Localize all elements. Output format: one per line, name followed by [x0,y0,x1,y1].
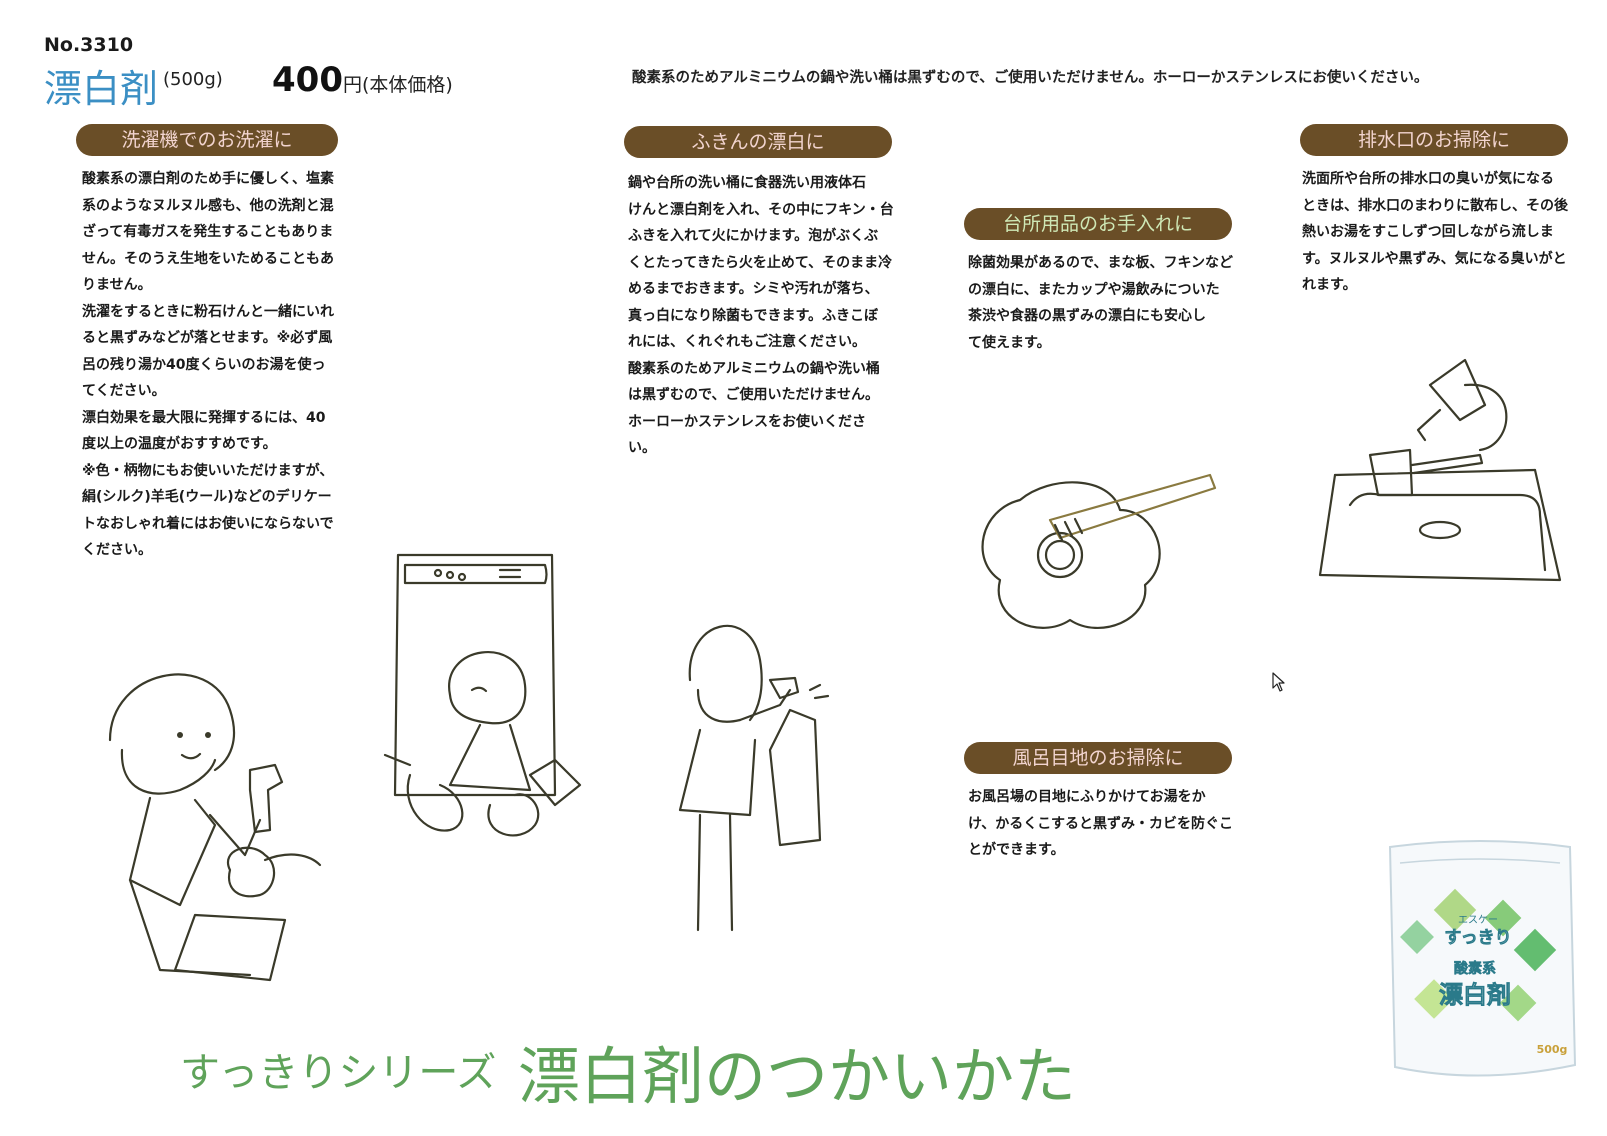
laundry-text: 酸素系の漂白剤のため手に優しく、塩素系のようなヌルヌル感も、他の洗剤と混ざって有… [82,166,372,564]
kitchen-text: 除菌効果があるので、まな板、フキンなどの漂白に、またカップや湯飲みについた茶渋や… [968,250,1258,356]
package-name: 漂白剤 [1439,981,1511,1009]
kitchen-text-line: て使えます。 [968,334,1051,351]
fukin-text: 鍋や台所の洗い桶に食器洗い用液体石けんと漂白剤を入れ、その中にフキン・台ふきを入… [628,170,918,462]
aluminium-notice: 酸素系のためアルミニウムの鍋や洗い桶は黒ずむので、ご使用いただけません。ホーロー… [632,70,1429,86]
drain-text-line: 洗面所や台所の排水口の臭いが気になる [1302,171,1554,187]
drain-text-line: れます。 [1302,277,1357,293]
laundry-text-line: 系のようなヌルヌル感も、他の洗剤と混 [82,197,334,214]
package-brand-small: エスケー [1458,914,1498,926]
package-brand: すっきり [1444,928,1511,948]
fukin-text-line: 鍋や台所の洗い桶に食器洗い用液体石 [628,175,866,191]
laundry-text-line: りません。 [82,277,152,293]
washing-machine-girl-illustration [383,553,582,837]
fukin-text-line: は黒ずむので、ご使用いただけません。 [628,387,880,403]
laundry-text-line: 度以上の温度がおすすめです。 [82,436,277,452]
drain-text-line: 熱いお湯をすこしずつ回しながら流しま [1302,224,1554,240]
series-label: すっきりシリーズ [180,1050,497,1096]
girl-shirt-spray-illustration [678,624,830,932]
laundry-text-line: ると黒ずみなどが落とせます。※必ず風 [82,330,333,346]
kitchen-brush-illustration [981,473,1217,629]
mouse-pointer-icon [1272,672,1285,692]
laundry-text-line: ざって有毒ガスを発生することもありま [82,224,334,240]
fukin-text-line: めるまでおきます。シミや汚れが落ち、 [628,281,879,297]
product-name: 漂白剤 [44,67,159,111]
product-package-image: エスケー すっきり 酸素系 漂白剤 500g [1388,840,1577,1077]
bath-text: お風呂場の目地にふりかけてお湯をかけ、かるくこすると黒ずみ・カビを防ぐことができ… [968,784,1258,864]
bath-text-line: け、かるくこすると黒ずみ・カビを防ぐこ [968,815,1234,832]
drain-heading: 排水口のお掃除に [1300,124,1568,156]
girl-spray-dog-illustration [108,673,322,982]
laundry-text-line: てください。 [82,383,166,399]
fukin-text-line: けんと漂白剤を入れ、その中にフキン・台 [628,201,894,218]
product-weight: (500g) [163,69,223,90]
package-weight: 500g [1537,1043,1568,1056]
package-type: 酸素系 [1454,960,1496,977]
kitchen-text-line: 茶渋や食器の黒ずみの漂白にも安心し [968,308,1206,324]
sink-kettle-illustration [1318,358,1562,582]
price-unit: 円(本体価格) [343,74,453,96]
laundry-text-line: ※色・柄物にもお使いいただけますが、 [82,462,334,479]
laundry-text-line: 酸素系の漂白剤のため手に優しく、塩素 [82,171,334,187]
fukin-text-line: 真っ白になり除菌もできます。ふきこぼ [628,307,879,324]
drain-text-line: ときは、排水口のまわりに散布し、その後 [1302,197,1568,214]
laundry-heading: 洗濯機でのお洗濯に [76,124,338,156]
laundry-text-line: せん。そのうえ生地をいためることもあ [82,250,334,267]
fukin-text-line: ふきを入れて火にかけます。泡がぶくぶ [628,228,879,244]
laundry-text-line: ください。 [82,542,152,558]
drain-text: 洗面所や台所の排水口の臭いが気になるときは、排水口のまわりに散布し、その後熱いお… [1302,166,1602,299]
fukin-text-line: 酸素系のためアルミニウムの鍋や洗い桶 [628,360,880,377]
laundry-text-line: 漂白効果を最大限に発揮するには、40 [82,409,326,426]
drain-text-line: す。ヌルヌルや黒ずみ、気になる臭いがと [1302,250,1567,267]
kitchen-text-line: 除菌効果があるので、まな板、フキンなど [968,255,1234,271]
bath-text-line: お風呂場の目地にふりかけてお湯をか [968,789,1206,805]
bath-heading: 風呂目地のお掃除に [964,742,1232,774]
page-title: 漂白剤のつかいかた [518,1040,1077,1113]
fukin-text-line: くとたってきたら火を止めて、そのまま冷 [628,254,893,271]
fukin-text-line: ホーローかステンレスをお使いくださ [628,413,866,430]
laundry-text-line: 絹(シルク)羊毛(ウール)などのデリケー [82,489,332,505]
product-price: 400 [272,60,343,100]
fukin-text-line: れには、くれぐれもご注意ください。 [628,334,866,350]
laundry-text-line: トなおしゃれ着にはお使いにならないで [82,515,334,532]
product-number: No.3310 [44,34,134,56]
laundry-text-line: 呂の残り湯か40度くらいのお湯を使っ [82,356,326,373]
kitchen-heading: 台所用品のお手入れに [964,208,1232,240]
kitchen-text-line: の漂白に、またカップや湯飲みについた [968,281,1220,298]
laundry-text-line: 洗濯をするときに粉石けんと一緒にいれ [82,303,334,320]
fukin-heading: ふきんの漂白に [624,126,892,158]
fukin-text-line: い。 [628,440,656,456]
bath-text-line: とができます。 [968,842,1065,858]
